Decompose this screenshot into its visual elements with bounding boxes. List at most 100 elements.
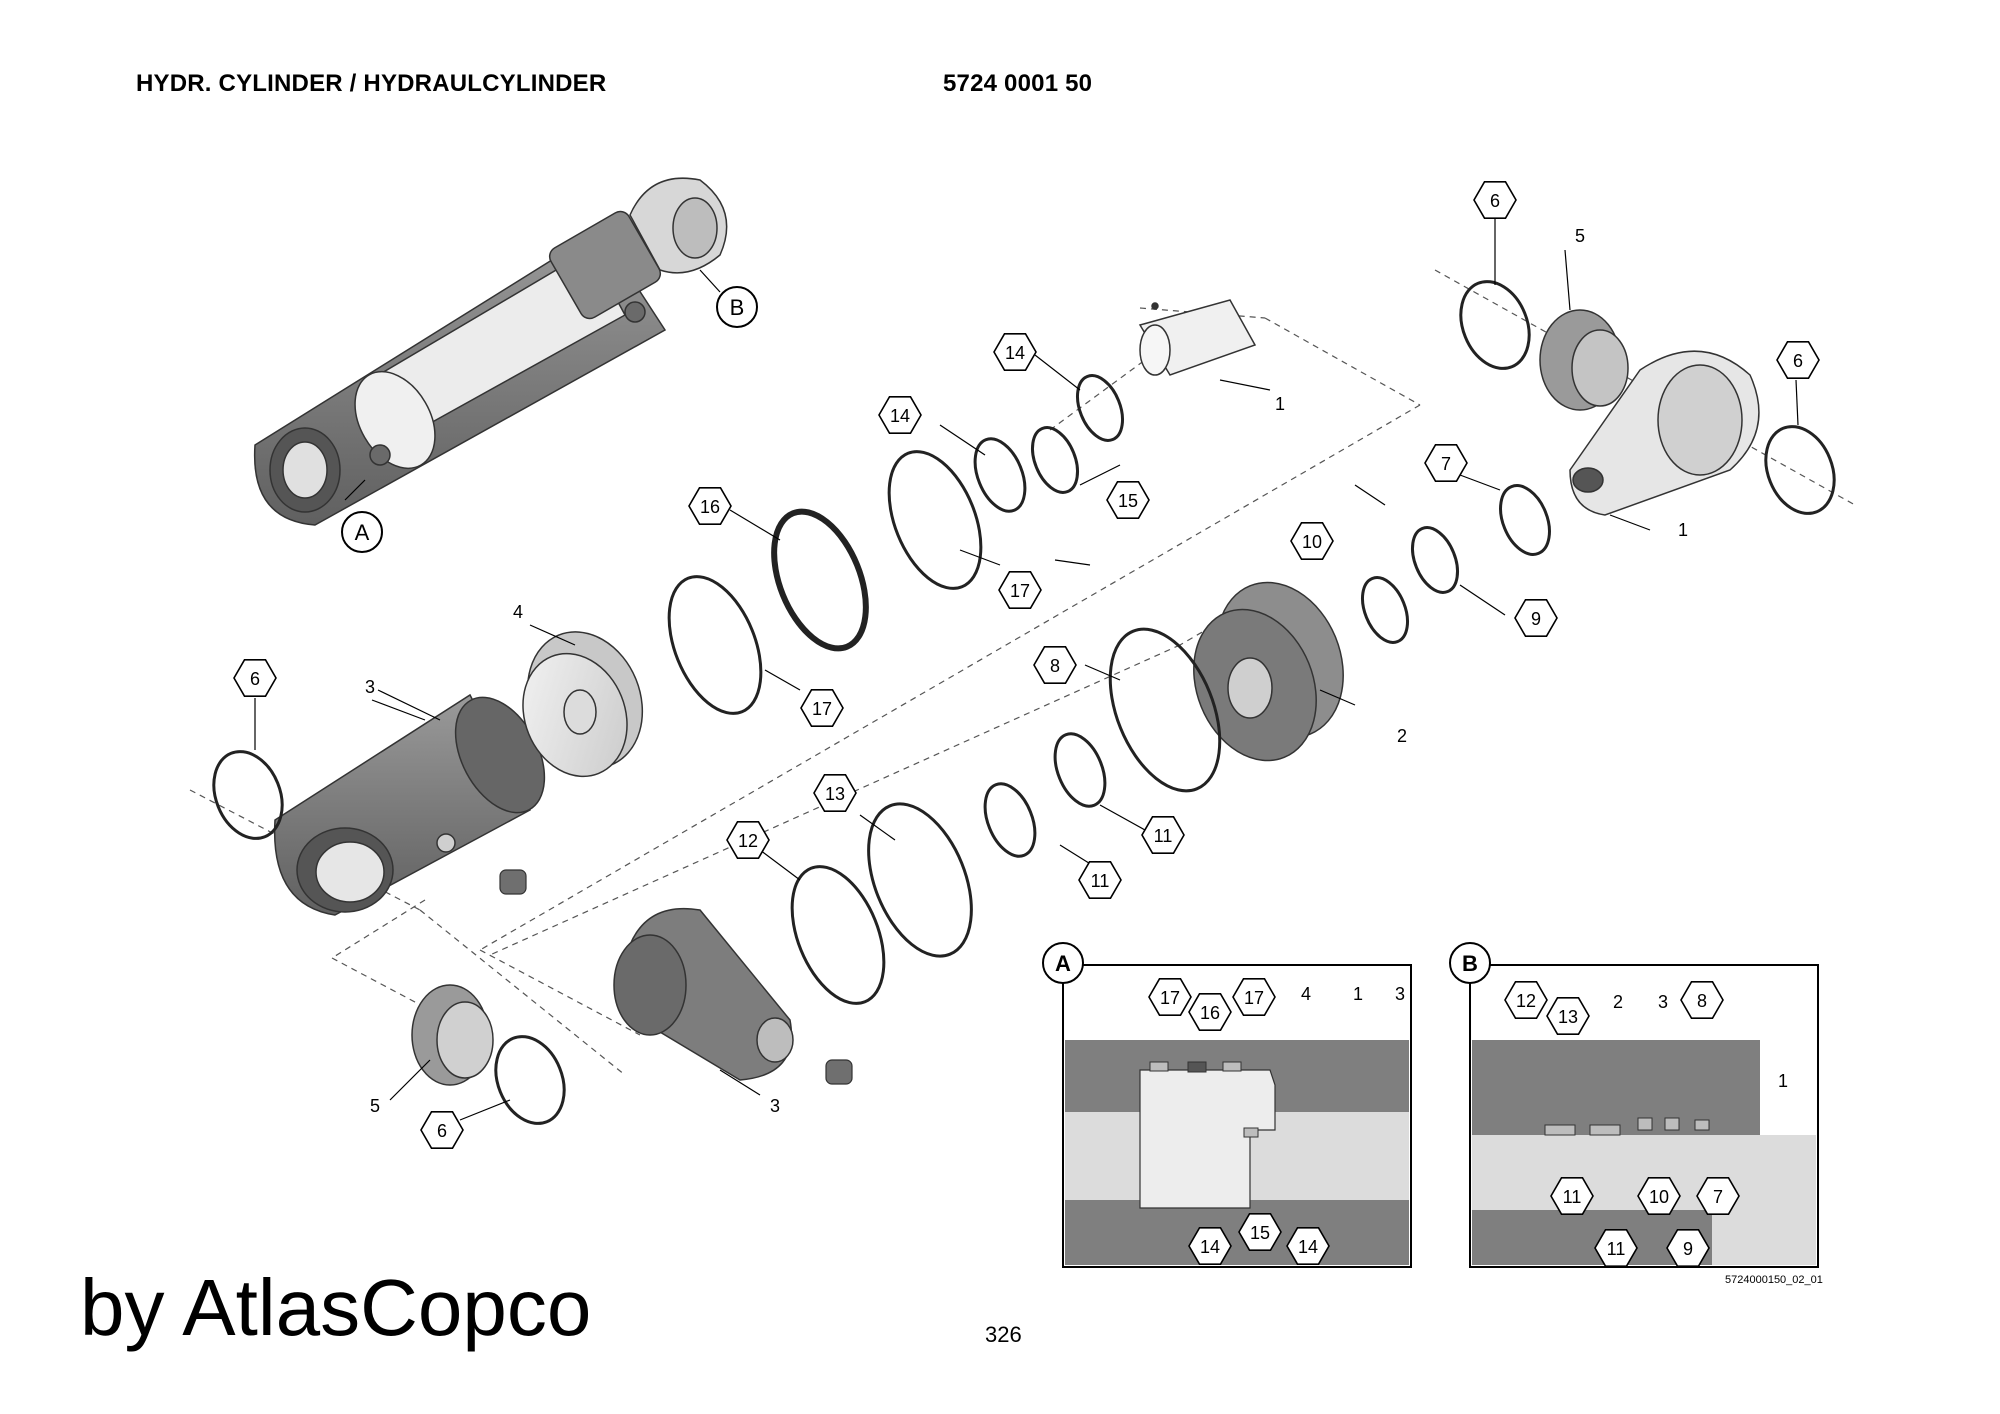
callout-number: 11 — [1091, 871, 1110, 891]
svg-text:B: B — [1462, 951, 1478, 976]
callout-layer: 6666141415161717710981111131217161714151… — [233, 181, 1820, 1267]
callout-number: 14 — [1200, 1237, 1220, 1257]
part-label-2: 2 — [1613, 992, 1623, 1012]
callout-hex-11: 11 — [1078, 860, 1122, 900]
callout-number: 12 — [738, 831, 758, 851]
callout-number: 10 — [1649, 1187, 1669, 1207]
callout-hex-17: 17 — [800, 688, 844, 728]
part-label-4: 4 — [513, 602, 523, 622]
callout-number: 8 — [1697, 991, 1707, 1011]
callout-hex-11: 11 — [1141, 815, 1185, 855]
callout-hex-12: 12 — [726, 820, 770, 860]
plug-fittings — [499, 869, 853, 1085]
detail-label-a-main: A — [341, 511, 383, 553]
callout-hex-11: 11 — [1550, 1177, 1594, 1215]
callout-hex-11: 11 — [1594, 1229, 1638, 1267]
callout-hex-17: 17 — [998, 570, 1042, 610]
page-number: 326 — [985, 1322, 1022, 1347]
part-label-3: 3 — [1395, 984, 1405, 1004]
callout-hex-14: 14 — [993, 332, 1037, 372]
piston — [522, 631, 644, 778]
callout-hex-17: 17 — [1148, 977, 1192, 1017]
callout-number: 6 — [250, 669, 260, 689]
callout-hex-6: 6 — [233, 658, 277, 698]
part-label-5: 5 — [1575, 226, 1585, 246]
cylinder-tube — [273, 693, 546, 916]
image-reference: 5724000150_02_01 — [1725, 1274, 1823, 1286]
callout-hex-6: 6 — [1776, 340, 1820, 380]
callout-number: 11 — [1563, 1187, 1582, 1207]
callout-number: 14 — [890, 406, 910, 426]
detail-label-a-box: A — [1042, 942, 1084, 984]
callout-hex-17: 17 — [1232, 977, 1276, 1017]
part-label-4: 4 — [1301, 984, 1311, 1004]
part-label-1: 1 — [1778, 1071, 1788, 1091]
callout-hex-6: 6 — [420, 1111, 464, 1149]
part-label-2: 2 — [1397, 726, 1407, 746]
callout-hex-16: 16 — [1188, 992, 1232, 1031]
seal-rings — [212, 280, 1836, 1125]
watermark: by AtlasCopco — [80, 1263, 592, 1352]
cylinder-head — [1193, 581, 1344, 762]
callout-number: 7 — [1441, 454, 1451, 474]
svg-text:B: B — [730, 295, 745, 320]
svg-text:A: A — [1055, 951, 1071, 976]
callout-hex-15: 15 — [1238, 1213, 1282, 1251]
leader-lines — [254, 218, 1799, 1121]
rod-end — [613, 907, 794, 1081]
part-number: 5724 0001 50 — [943, 70, 1093, 97]
callout-number: 17 — [1160, 988, 1180, 1008]
callout-hex-7: 7 — [1424, 443, 1468, 483]
part-label-5: 5 — [370, 1096, 380, 1116]
part-label-1: 1 — [1275, 394, 1285, 414]
page-title: HYDR. CYLINDER / HYDRAULCYLINDER — [136, 70, 607, 97]
callout-hex-9: 9 — [1514, 598, 1558, 638]
detail-label-b-box: B — [1449, 942, 1491, 984]
callout-number: 17 — [812, 699, 832, 719]
part-label-1: 1 — [1678, 520, 1688, 540]
svg-text:A: A — [355, 520, 370, 545]
callout-number: 14 — [1298, 1237, 1318, 1257]
callout-hex-16: 16 — [688, 486, 732, 526]
rod-eye — [1569, 350, 1760, 516]
part-label-3: 3 — [770, 1096, 780, 1116]
bush-upper — [1539, 309, 1629, 411]
callout-number: 9 — [1683, 1239, 1693, 1259]
callout-number: 10 — [1302, 532, 1322, 552]
callout-hex-15: 15 — [1106, 480, 1150, 520]
callout-number: 13 — [1558, 1007, 1578, 1027]
callout-number: 7 — [1713, 1187, 1723, 1207]
callout-hex-12: 12 — [1504, 980, 1548, 1020]
assembled-cylinder — [253, 177, 728, 526]
callout-hex-10: 10 — [1290, 521, 1334, 561]
callout-number: 13 — [825, 784, 845, 804]
callout-hex-7: 7 — [1696, 1177, 1740, 1215]
callout-number: 17 — [1010, 581, 1030, 601]
callout-hex-8: 8 — [1680, 980, 1724, 1020]
detail-view-a — [1062, 964, 1412, 1268]
callout-number: 11 — [1607, 1239, 1626, 1259]
callout-number: 14 — [1005, 343, 1025, 363]
callout-hex-14: 14 — [878, 395, 922, 435]
pin — [1138, 299, 1257, 376]
callout-hex-14: 14 — [1188, 1227, 1232, 1265]
callout-number: 16 — [1200, 1003, 1220, 1023]
callout-number: 16 — [700, 497, 720, 517]
callout-number: 9 — [1531, 609, 1541, 629]
callout-number: 8 — [1050, 656, 1060, 676]
callout-hex-6: 6 — [1473, 181, 1517, 219]
detail-label-b-main: B — [716, 286, 758, 328]
callout-hex-10: 10 — [1637, 1177, 1681, 1215]
bush-lower — [411, 984, 494, 1086]
callout-hex-9: 9 — [1666, 1229, 1710, 1267]
callout-number: 15 — [1118, 491, 1138, 511]
callout-hex-13: 13 — [813, 773, 857, 813]
callout-number: 12 — [1516, 991, 1536, 1011]
part-label-1: 1 — [1353, 984, 1363, 1004]
part-label-3: 3 — [365, 677, 375, 697]
callout-hex-13: 13 — [1546, 996, 1590, 1035]
callout-number: 6 — [437, 1121, 447, 1141]
callout-hex-8: 8 — [1033, 645, 1077, 685]
callout-number: 6 — [1490, 191, 1500, 211]
